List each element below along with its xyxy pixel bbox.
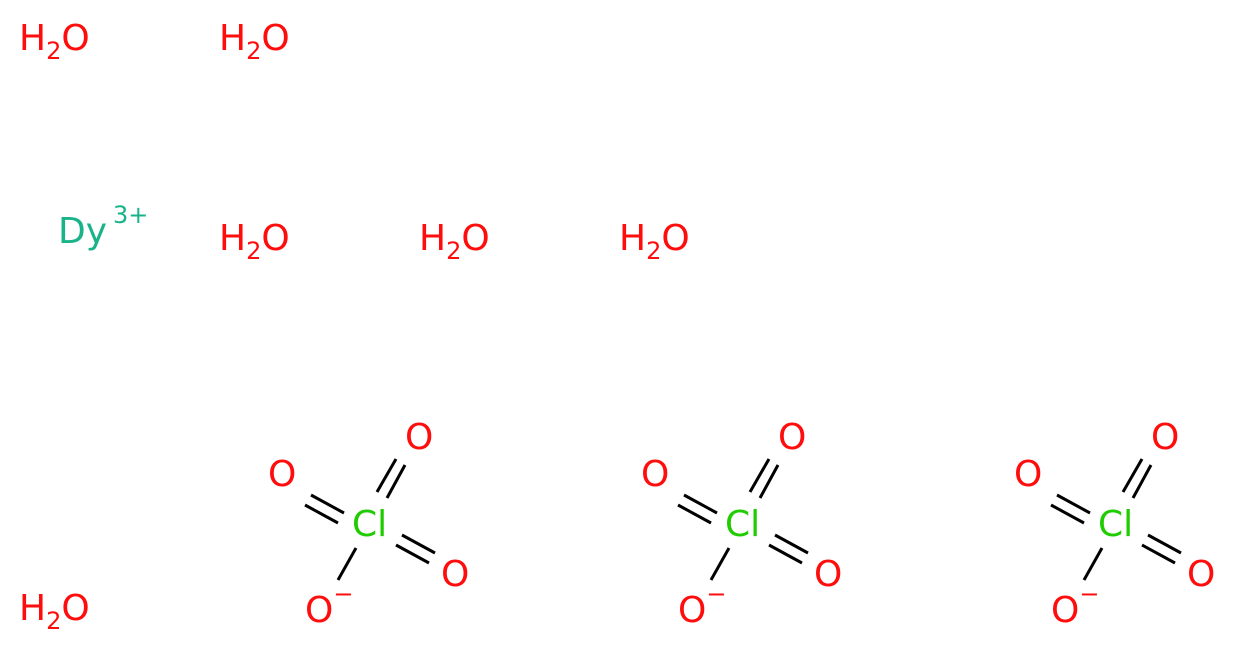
oxygen-symbol: O bbox=[678, 590, 707, 631]
dysprosium-charge: 3+ bbox=[113, 201, 149, 229]
bond-cl2-o-upper-a bbox=[758, 464, 780, 499]
bond-cl2-o-left-a bbox=[683, 493, 718, 515]
bond-cl1-o-left-b bbox=[304, 503, 339, 525]
water-subscript: 2 bbox=[246, 237, 262, 265]
oxygen-symbol: O bbox=[641, 454, 670, 495]
chlorine-symbol: Cl bbox=[1098, 504, 1134, 545]
bond-cl3-o-upper-b bbox=[1121, 458, 1144, 493]
perchlorate-3-oxygen-upper: O bbox=[1151, 418, 1179, 458]
water-molecule-6: H2O bbox=[19, 588, 90, 636]
water-o: O bbox=[661, 218, 690, 259]
bond-cl2-o-right-a bbox=[774, 533, 809, 555]
bond-cl2-o-right-b bbox=[768, 543, 803, 565]
water-h: H bbox=[19, 18, 47, 59]
water-o: O bbox=[261, 218, 290, 259]
oxygen-symbol: O bbox=[441, 554, 470, 595]
water-molecule-5: H2O bbox=[619, 218, 690, 266]
bond-cl3-o-left-b bbox=[1050, 503, 1085, 525]
perchlorate-1-oxygen-left: O bbox=[268, 455, 296, 495]
bond-cl2-o-lower bbox=[709, 547, 731, 581]
oxygen-charge: − bbox=[333, 580, 354, 608]
bond-cl3-o-lower bbox=[1082, 547, 1104, 581]
perchlorate-1-oxygen-upper: O bbox=[405, 418, 433, 458]
water-subscript: 2 bbox=[646, 237, 662, 265]
water-o: O bbox=[461, 218, 490, 259]
water-o: O bbox=[61, 18, 90, 59]
water-subscript: 2 bbox=[246, 37, 262, 65]
oxygen-symbol: O bbox=[305, 590, 334, 631]
oxygen-symbol: O bbox=[405, 417, 434, 458]
water-h: H bbox=[19, 588, 47, 629]
perchlorate-2-oxygen-anion: O− bbox=[678, 580, 726, 634]
oxygen-symbol: O bbox=[1014, 454, 1043, 495]
perchlorate-3-oxygen-left: O bbox=[1014, 455, 1042, 495]
bond-cl1-o-upper-a bbox=[385, 464, 407, 499]
dysprosium-symbol: Dy bbox=[58, 211, 108, 252]
oxygen-symbol: O bbox=[268, 454, 297, 495]
perchlorate-2-oxygen-upper: O bbox=[778, 418, 806, 458]
bond-cl1-o-right-a bbox=[401, 533, 436, 555]
water-h: H bbox=[219, 18, 247, 59]
oxygen-symbol: O bbox=[1151, 417, 1180, 458]
perchlorate-3-chlorine: Cl bbox=[1098, 505, 1133, 545]
bond-cl2-o-upper-b bbox=[748, 458, 771, 493]
bond-cl3-o-left-a bbox=[1056, 493, 1091, 515]
water-h: H bbox=[619, 218, 647, 259]
perchlorate-2-oxygen-left: O bbox=[641, 455, 669, 495]
bond-cl1-o-left-a bbox=[310, 493, 345, 515]
perchlorate-3-bonds bbox=[1050, 458, 1182, 581]
bond-cl2-o-left-b bbox=[677, 503, 712, 525]
oxygen-charge: − bbox=[706, 580, 727, 608]
oxygen-symbol: O bbox=[1187, 554, 1216, 595]
chlorine-symbol: Cl bbox=[352, 504, 388, 545]
oxygen-symbol: O bbox=[1051, 590, 1080, 631]
water-molecule-1: H2O bbox=[19, 18, 90, 66]
water-subscript: 2 bbox=[446, 237, 462, 265]
oxygen-charge: − bbox=[1079, 580, 1100, 608]
oxygen-symbol: O bbox=[814, 554, 843, 595]
water-molecule-2: H2O bbox=[219, 18, 290, 66]
water-h: H bbox=[419, 218, 447, 259]
bond-cl1-o-upper-b bbox=[375, 458, 398, 493]
bond-cl1-o-lower bbox=[336, 547, 358, 581]
bond-cl3-o-right-b bbox=[1141, 543, 1176, 565]
perchlorate-1-chlorine: Cl bbox=[352, 505, 387, 545]
perchlorate-3-oxygen-anion: O− bbox=[1051, 580, 1099, 634]
perchlorate-1-bonds bbox=[304, 458, 436, 581]
water-subscript: 2 bbox=[46, 607, 62, 635]
perchlorate-2-bonds bbox=[677, 458, 809, 581]
perchlorate-1-oxygen-right: O bbox=[441, 555, 469, 595]
bond-cl3-o-right-a bbox=[1147, 533, 1182, 555]
water-subscript: 2 bbox=[46, 37, 62, 65]
water-o: O bbox=[261, 18, 290, 59]
bond-cl3-o-upper-a bbox=[1131, 464, 1153, 499]
chlorine-symbol: Cl bbox=[725, 504, 761, 545]
bond-cl1-o-right-b bbox=[395, 543, 430, 565]
water-h: H bbox=[219, 218, 247, 259]
perchlorate-3-oxygen-right: O bbox=[1187, 555, 1215, 595]
water-molecule-3: H2O bbox=[219, 218, 290, 266]
water-o: O bbox=[61, 588, 90, 629]
perchlorate-2-oxygen-right: O bbox=[814, 555, 842, 595]
perchlorate-2-chlorine: Cl bbox=[725, 505, 760, 545]
perchlorate-1-oxygen-anion: O− bbox=[305, 580, 353, 634]
water-molecule-4: H2O bbox=[419, 218, 490, 266]
oxygen-symbol: O bbox=[778, 417, 807, 458]
